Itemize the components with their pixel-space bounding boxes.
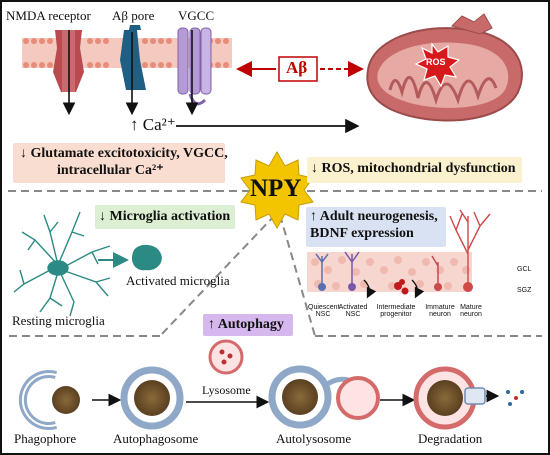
sgz-label: SGZ <box>517 287 532 294</box>
glutamate-line-1: ↓ Glutamate excitotoxicity, VGCC, <box>20 146 228 161</box>
autolysosome-label: Autolysosome <box>276 431 352 446</box>
abeta-box <box>278 56 318 82</box>
autophagosome-label: Autophagosome <box>113 431 199 446</box>
activated-microglia-label: Activated microglia <box>126 273 230 288</box>
abeta-pore-shape <box>120 25 146 116</box>
autophagosome-shape <box>120 366 184 430</box>
neurogenesis-line-1: ↑ Adult neurogenesis, <box>310 209 438 224</box>
ros-mito-text: ↓ ROS, mitochondrial dysfunction <box>311 161 516 176</box>
microglia-activation-text: ↓ Microglia activation <box>99 209 231 224</box>
separator-left-diag <box>159 214 276 337</box>
abeta-pore-label: Aβ pore <box>112 8 155 23</box>
neurogenesis-effect-box: ↑ Adult neurogenesis, BDNF expression <box>306 207 446 247</box>
nmda-receptor-shape <box>53 30 84 116</box>
phagophore-shape <box>18 370 80 430</box>
vgcc-shape <box>177 27 212 116</box>
neurogenesis-line-2: BDNF expression <box>310 226 414 241</box>
vgcc-label: VGCC <box>178 8 215 23</box>
glutamate-effect-box: ↓ Glutamate excitotoxicity, VGCC, intrac… <box>13 143 228 183</box>
resting-microglia-label: Resting microglia <box>12 313 105 328</box>
ros-label: ROS <box>426 57 446 67</box>
lysosome-shape <box>208 339 244 375</box>
glutamate-line-2: intracellular Ca²⁺ <box>57 163 164 178</box>
autophagy-effect-box: ↑ Autophagy <box>203 314 293 336</box>
abeta-box-label: Aβ <box>286 58 308 77</box>
lysosome-label: Lysosome <box>202 383 251 397</box>
resting-microglia-cell <box>13 211 111 317</box>
gcl-label: GCL <box>517 266 532 273</box>
phagophore-label: Phagophore <box>14 431 77 446</box>
calcium-label: ↑ Ca²⁺ <box>130 115 176 134</box>
autolysosome-shape <box>268 365 380 429</box>
activated-microglia-cell <box>131 244 162 271</box>
autophagy-text: ↑ Autophagy <box>208 317 284 332</box>
mitochondrion-shape <box>366 13 523 122</box>
ros-effect-box: ↓ ROS, mitochondrial dysfunction <box>307 157 522 183</box>
ros-burst-icon <box>414 42 461 88</box>
separator-right-diag <box>279 214 316 337</box>
npy-label: NPY <box>250 175 302 202</box>
degradation-label: Degradation <box>418 431 483 446</box>
nmda-receptor-label: NMDA receptor <box>6 8 91 23</box>
microglia-effect-box: ↓ Microglia activation <box>95 205 235 229</box>
degradation-shape <box>413 366 524 430</box>
npy-star <box>240 150 314 230</box>
hippocampal-tissue <box>307 209 491 299</box>
